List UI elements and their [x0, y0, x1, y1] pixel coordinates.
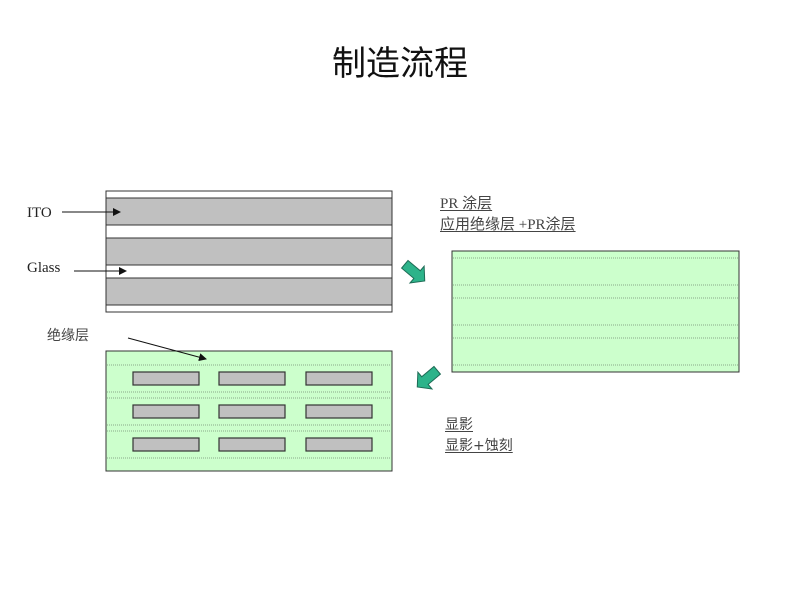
ito-band: [105, 277, 393, 306]
ito-pattern-grid: [132, 371, 373, 452]
ito-band: [105, 197, 393, 226]
step-arrow-icon: [416, 365, 442, 390]
insulation-pointer-arrow: [127, 337, 207, 362]
ito-glass-substrate: [105, 190, 393, 313]
step-arrow-icon: [400, 259, 426, 284]
pr-coating-title: PR 涂层: [440, 196, 493, 212]
develop-subtitle: 显影+蚀刻: [445, 438, 513, 454]
glass-label: Glass: [27, 260, 61, 276]
developed-substrate: [105, 350, 393, 472]
pr-coated-substrate: [451, 250, 740, 373]
insulation-label: 绝缘层: [47, 328, 89, 344]
page-title: 制造流程: [332, 44, 468, 84]
ito-band: [105, 237, 393, 266]
pr-coating-subtitle: 应用绝缘层 +PR涂层: [440, 217, 576, 233]
develop-title: 显影: [445, 417, 473, 433]
ito-label: ITO: [27, 205, 52, 221]
